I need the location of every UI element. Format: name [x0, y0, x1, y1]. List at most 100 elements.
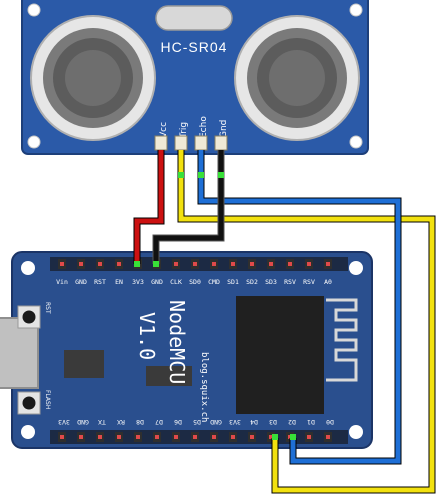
connection-dot	[290, 434, 296, 440]
left-transducer	[30, 15, 156, 141]
bottom-pin-label: D5	[193, 418, 201, 426]
bottom-pin-label: GND	[77, 418, 89, 426]
black-wire-gnd-to-gnd	[152, 150, 225, 264]
connection-dot	[134, 261, 140, 267]
top-pin-label: GND	[75, 278, 87, 286]
bottom-pin-label: D1	[307, 418, 315, 426]
regulator-chip	[146, 366, 192, 386]
bottom-pin-label: D4	[250, 418, 258, 426]
sensor-pin-vcc[interactable]	[154, 135, 168, 151]
rst-button-label: RST	[44, 302, 51, 314]
bottom-pin-gnd[interactable]	[210, 432, 218, 442]
mounting-hole	[349, 261, 363, 275]
bottom-pin-tx[interactable]	[96, 432, 104, 442]
bottom-pin-3v3[interactable]	[229, 432, 237, 442]
bottom-pin-label: D2	[288, 418, 296, 426]
top-pin-label: CLK	[170, 278, 182, 286]
right-transducer	[234, 15, 360, 141]
top-pin-sd2[interactable]	[248, 259, 256, 269]
top-pin-clk[interactable]	[172, 259, 180, 269]
top-pin-label: SD3	[265, 278, 277, 286]
bottom-pin-d6[interactable]	[172, 432, 180, 442]
mounting-hole	[21, 261, 35, 275]
top-pin-en[interactable]	[115, 259, 123, 269]
mounting-hole	[349, 425, 363, 439]
bottom-pin-label: D6	[174, 418, 182, 426]
connection-dot	[272, 434, 278, 440]
crystal-oscillator	[155, 5, 233, 31]
top-pin-label: GND	[151, 278, 163, 286]
bottom-pin-d5[interactable]	[191, 432, 199, 442]
top-pin-rst[interactable]	[96, 259, 104, 269]
bottom-pin-gnd[interactable]	[77, 432, 85, 442]
sensor-name: HC-SR04	[161, 39, 228, 55]
connection-dot	[218, 172, 224, 178]
bottom-pin-d4[interactable]	[248, 432, 256, 442]
bottom-pin-3v3[interactable]	[58, 432, 66, 442]
bottom-pin-label: D3	[269, 418, 277, 426]
mounting-hole	[27, 135, 41, 149]
usb-connector[interactable]	[0, 317, 39, 389]
top-pin-sd3[interactable]	[267, 259, 275, 269]
sensor-pin-label-trig: Trig	[179, 122, 189, 139]
sensor-pin-echo[interactable]	[194, 135, 208, 151]
bottom-pin-label: D0	[326, 418, 334, 426]
mounting-hole	[349, 135, 363, 149]
bottom-pin-label: RX	[117, 418, 125, 426]
bottom-pin-d7[interactable]	[153, 432, 161, 442]
bottom-pin-label: TX	[98, 418, 106, 426]
top-pin-label: RSV	[303, 278, 315, 286]
top-pin-label: SD0	[189, 278, 201, 286]
mounting-hole	[349, 3, 363, 17]
board-website: blog.squix.ch	[199, 352, 209, 422]
bottom-pin-d8[interactable]	[134, 432, 142, 442]
top-pin-label: 3V3	[132, 278, 144, 286]
flash-button-label: FLASH	[44, 390, 51, 409]
top-pin-vin[interactable]	[58, 259, 66, 269]
top-pin-label: EN	[115, 278, 123, 286]
board-version: V1.0	[135, 312, 159, 360]
antenna-trace	[326, 298, 358, 382]
bottom-pin-d1[interactable]	[305, 432, 313, 442]
connection-dot	[198, 172, 204, 178]
board-title: NodeMCU	[165, 300, 189, 384]
mounting-hole	[21, 425, 35, 439]
top-pin-label: Vin	[56, 278, 68, 286]
top-pin-label: SD1	[227, 278, 239, 286]
top-pin-label: A0	[324, 278, 332, 286]
bottom-pin-d3[interactable]	[267, 432, 275, 442]
bottom-pin-row	[58, 432, 332, 442]
top-pin-sd0[interactable]	[191, 259, 199, 269]
sensor-pin-trig[interactable]	[174, 135, 188, 151]
top-pin-rsv[interactable]	[286, 259, 294, 269]
top-pin-a0[interactable]	[324, 259, 332, 269]
bottom-pin-rx[interactable]	[115, 432, 123, 442]
esp-wifi-module	[236, 296, 358, 414]
top-pin-cmd[interactable]	[210, 259, 218, 269]
top-pin-label: SD2	[246, 278, 258, 286]
connection-dot	[178, 172, 184, 178]
top-pin-label: RSV	[284, 278, 296, 286]
bottom-pin-d0[interactable]	[324, 432, 332, 442]
top-pin-gnd[interactable]	[77, 259, 85, 269]
sensor-pin-label-gnd: Gnd	[219, 120, 229, 138]
sensor-pin-gnd[interactable]	[214, 135, 228, 151]
bottom-pin-label: D8	[136, 418, 144, 426]
rst-button[interactable]	[17, 305, 41, 329]
top-pin-sd1[interactable]	[229, 259, 237, 269]
flash-button[interactable]	[17, 391, 41, 415]
bottom-pin-label: GND	[210, 418, 222, 426]
mounting-hole	[27, 3, 41, 17]
bottom-pin-label: D7	[155, 418, 163, 426]
wires	[133, 150, 436, 494]
usb-serial-chip	[64, 350, 104, 378]
top-pin-label: RST	[94, 278, 106, 286]
top-pin-row	[58, 259, 332, 269]
top-pin-rsv[interactable]	[305, 259, 313, 269]
sensor-pin-label-echo: Echo	[199, 116, 209, 138]
connection-dot	[153, 261, 159, 267]
